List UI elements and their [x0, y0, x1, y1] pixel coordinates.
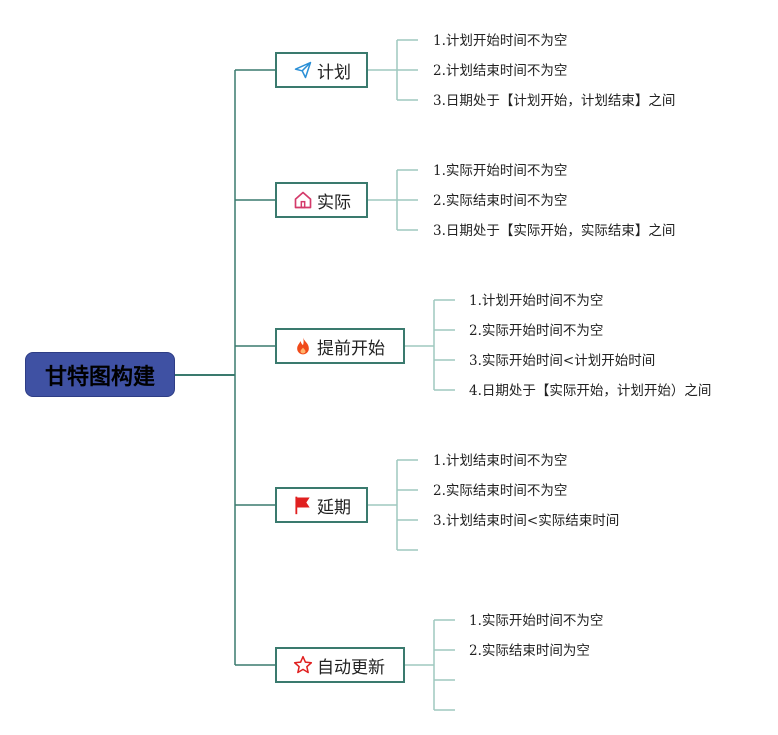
- leaf-item: 2.实际结束时间为空: [469, 643, 590, 659]
- branch-label: 实际: [317, 192, 351, 213]
- flag-icon: [293, 495, 313, 515]
- branch-delay[interactable]: 延期: [275, 487, 368, 523]
- leaf-item: 4.日期处于【实际开始，计划开始）之间: [469, 383, 712, 399]
- root-label: 甘特图构建: [44, 364, 155, 390]
- leaf-item: 3.日期处于【实际开始，实际结束】之间: [433, 223, 676, 239]
- leaf-item: 1.计划开始时间不为空: [469, 293, 604, 309]
- branch-plan[interactable]: 计划: [275, 52, 368, 88]
- branch-early-start[interactable]: 提前开始: [275, 328, 405, 364]
- root-node[interactable]: 甘特图构建: [25, 352, 175, 397]
- leaf-item: 1.计划结束时间不为空: [433, 453, 568, 469]
- paper-plane-icon: [293, 60, 313, 80]
- leaf-item: 1.实际开始时间不为空: [469, 613, 604, 629]
- leaf-item: 3.计划结束时间<实际结束时间: [433, 513, 620, 529]
- leaf-item: 2.实际结束时间不为空: [433, 193, 568, 209]
- branch-label: 计划: [317, 62, 351, 83]
- leaf-item: 2.实际结束时间不为空: [433, 483, 568, 499]
- leaf-item: 3.日期处于【计划开始，计划结束】之间: [433, 93, 676, 109]
- leaf-item: 1.计划开始时间不为空: [433, 33, 568, 49]
- home-icon: [293, 190, 313, 210]
- leaf-item: 2.实际开始时间不为空: [469, 323, 604, 339]
- leaf-item: 1.实际开始时间不为空: [433, 163, 568, 179]
- leaf-item: 3.实际开始时间<计划开始时间: [469, 353, 656, 369]
- branch-label: 延期: [317, 497, 351, 518]
- leaf-item: 2.计划结束时间不为空: [433, 63, 568, 79]
- branch-label: 自动更新: [317, 657, 385, 678]
- branch-actual[interactable]: 实际: [275, 182, 368, 218]
- star-icon: [293, 655, 313, 675]
- branch-label: 提前开始: [317, 338, 385, 359]
- fire-icon: [293, 336, 313, 356]
- branch-auto-update[interactable]: 自动更新: [275, 647, 405, 683]
